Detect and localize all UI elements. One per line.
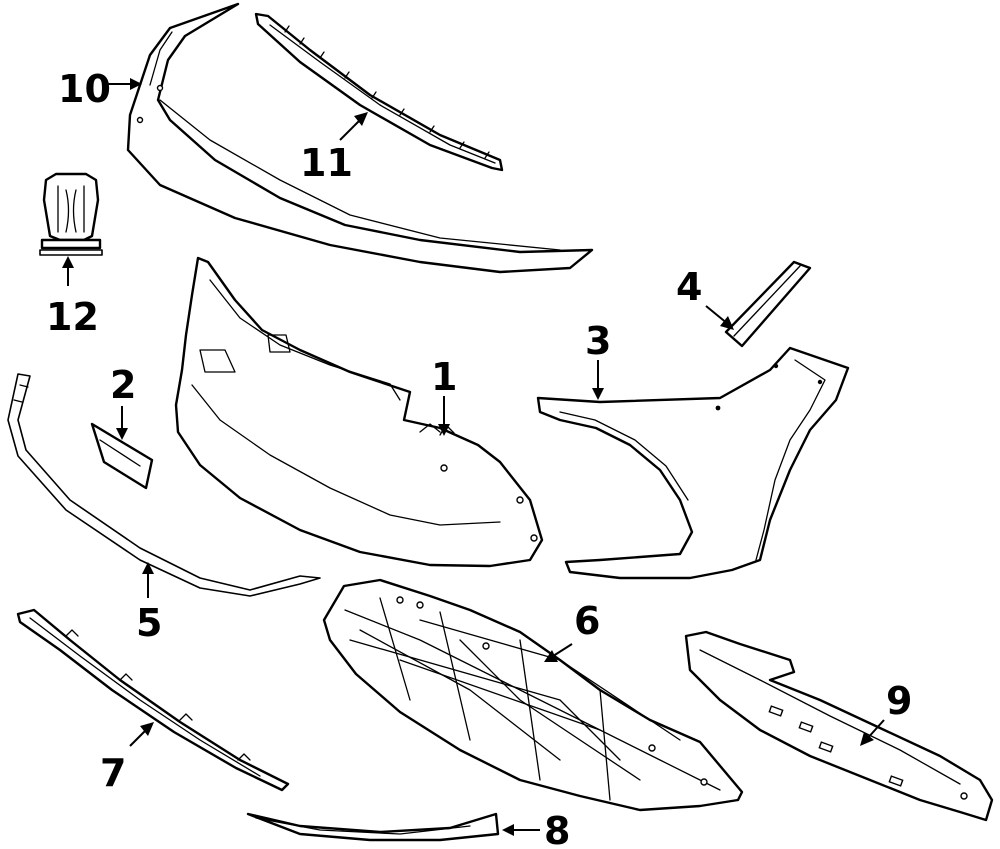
arrow-10 [130,78,142,90]
arrow-5 [142,562,154,574]
arrow-7 [140,722,154,736]
callout-5: 5 [136,601,162,645]
callout-2: 2 [110,363,136,407]
arrow-12 [62,256,74,268]
arrow-6 [544,650,558,662]
callout-8: 8 [544,809,570,849]
callouts: 10 11 12 4 3 1 2 5 6 7 8 9 [46,67,912,849]
arrow-1 [438,424,450,436]
part-11-upper-trim [254,12,504,172]
arrow-9 [860,732,874,746]
part-9-absorber [684,630,994,822]
callout-6: 6 [574,599,600,643]
callout-10: 10 [58,67,111,111]
arrow-11 [354,112,368,126]
callout-9: 9 [886,679,912,723]
callout-3: 3 [585,319,611,363]
arrow-4 [720,316,734,330]
part-8-lower-trim [246,812,500,842]
arrow-3 [592,388,604,400]
callout-1: 1 [431,355,457,399]
arrow-2 [116,428,128,440]
part-6-splash-shield [322,578,744,812]
callout-11: 11 [300,141,353,185]
callout-4: 4 [676,265,702,309]
part-7-left-trim [16,608,290,792]
callout-7: 7 [100,751,126,795]
part-3-side-cover [536,346,850,580]
part-4-trim-strip [724,260,812,348]
arrow-8 [502,824,514,836]
part-2-bracket [90,422,154,490]
part-1-bumper-cover [174,256,544,568]
leaders [62,78,885,836]
part-10-upper-cover [126,2,594,274]
part-12-clip [39,172,103,256]
part-5-lower-strip [7,373,321,597]
callout-12: 12 [46,295,99,339]
